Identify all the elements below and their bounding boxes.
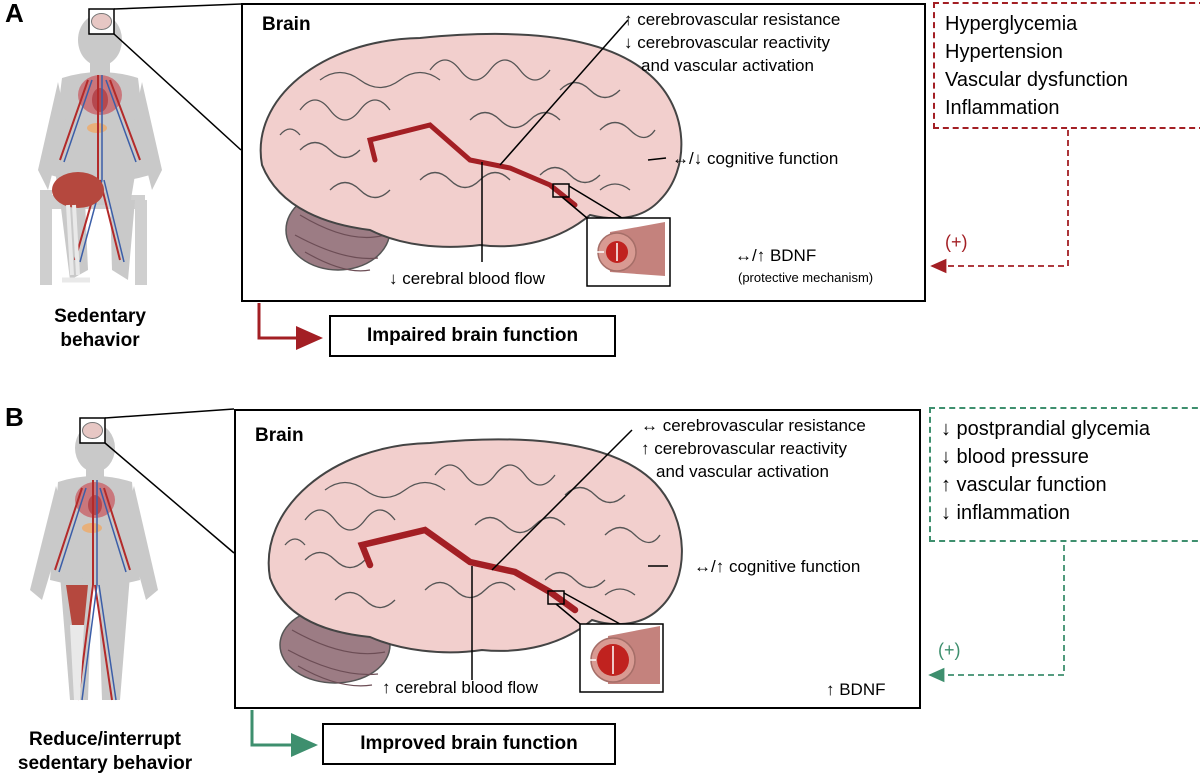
resistance-annotation-b: ↔ cerebrovascular resistance (641, 416, 866, 435)
panel-letter-a: A (5, 0, 24, 28)
blood-flow-annotation-a: ↓ cerebral blood flow (389, 269, 545, 288)
reactivity-annotation-a: ↓ cerebrovascular reactivity (624, 33, 830, 52)
reactivity-annotation-a-line2: and vascular activation (641, 56, 814, 75)
feedback-label-b: (+) (938, 640, 961, 660)
brain-illustration-a (259, 32, 683, 272)
bdnf-annotation-a: ↔/↑ BDNF (735, 246, 817, 265)
cognitive-annotation-a: ↔/↓ cognitive function (672, 149, 839, 168)
brain-box-a (241, 3, 926, 302)
brain-title-a: Brain (262, 14, 311, 35)
brain-box-b (234, 409, 921, 709)
factor-item: ↓ blood pressure (941, 446, 1089, 468)
factor-item: Hypertension (945, 41, 1063, 63)
reactivity-annotation-b: ↑ cerebrovascular reactivity (641, 439, 847, 458)
subject-label-b: Reduce/interrupt sedentary behavior (17, 729, 193, 774)
factor-item: Hyperglycemia (945, 13, 1078, 35)
blood-vessel-icon (586, 217, 671, 287)
blood-vessel-icon (579, 623, 664, 693)
outcome-box-a: Impaired brain function (329, 315, 616, 357)
feedback-label-a: (+) (945, 232, 968, 252)
panel-letter-b: B (5, 402, 24, 432)
blood-flow-annotation-b: ↑ cerebral blood flow (382, 678, 538, 697)
risk-factors-box-a: Hyperglycemia Hypertension Vascular dysf… (933, 2, 1200, 129)
factor-item: Vascular dysfunction (945, 69, 1129, 91)
standing-figure-icon (30, 424, 158, 701)
factor-item: ↓ postprandial glycemia (941, 418, 1150, 440)
factor-item: Inflammation (945, 97, 1060, 119)
reactivity-annotation-b-line2: and vascular activation (656, 462, 829, 481)
brain-title-b: Brain (255, 425, 304, 446)
outcome-box-b: Improved brain function (322, 723, 616, 765)
bdnf-note-a: (protective mechanism) (738, 270, 874, 285)
seated-figure-icon (38, 14, 162, 285)
resistance-annotation-a: ↑ cerebrovascular resistance (624, 10, 841, 29)
subject-label-a: Sedentary behavior (54, 306, 146, 351)
cognitive-annotation-b: ↔/↑ cognitive function (694, 557, 861, 576)
factor-item: ↑ vascular function (941, 474, 1107, 496)
brain-illustration-b (267, 438, 683, 687)
bdnf-annotation-b: ↑ BDNF (826, 680, 886, 699)
protective-factors-box-b: ↓ postprandial glycemia ↓ blood pressure… (929, 407, 1200, 542)
factor-item: ↓ inflammation (941, 502, 1070, 524)
